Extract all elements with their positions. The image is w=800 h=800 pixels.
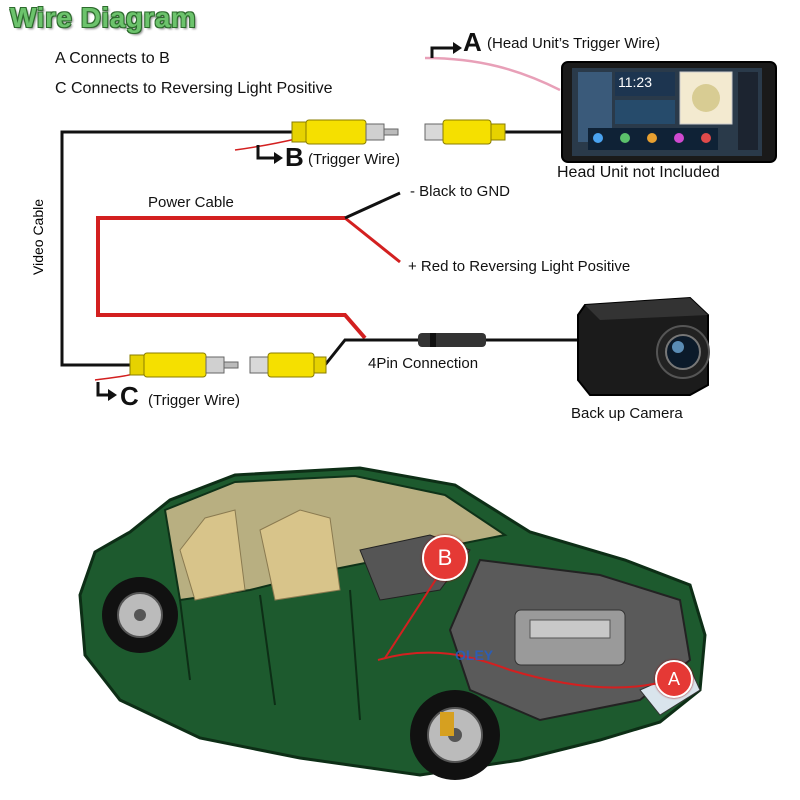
backup-camera-label: Back up Camera	[571, 405, 683, 422]
red-positive-label: + Red to Reversing Light Positive	[408, 258, 631, 275]
power-cable-label: Power Cable	[148, 194, 234, 211]
car-illustration	[78, 466, 707, 780]
rca-connector-c	[129, 352, 239, 378]
instruction-a-to-b: A Connects to B	[55, 50, 170, 67]
car-badge-b: B	[422, 535, 468, 581]
car-badge-a: A	[655, 660, 693, 698]
car-rear-wheel	[102, 577, 178, 653]
page-title: Wire Diagram	[10, 2, 197, 33]
head-unit-label: Head Unit not Included	[557, 164, 720, 181]
backup-camera	[577, 296, 710, 396]
arrow-a-icon	[430, 46, 455, 58]
car-trigger-wire-route	[377, 651, 671, 689]
video-cable-label: Video Cable	[30, 198, 46, 275]
label-a-letter: A	[463, 27, 482, 57]
car-front-seat	[259, 509, 341, 601]
red-branch-wire	[344, 216, 401, 264]
arrow-c-icon	[96, 382, 110, 397]
trigger-wire-a	[424, 56, 561, 92]
four-pin-connector-band	[430, 333, 436, 347]
arrow-b-head	[274, 152, 283, 164]
power-cable-red-wire	[96, 216, 367, 340]
arrow-a-head	[453, 42, 462, 54]
label-c-letter: C	[120, 381, 139, 411]
car-front-wheel	[410, 690, 500, 780]
wiring-schematic	[60, 42, 777, 401]
label-b-text: (Trigger Wire)	[308, 151, 400, 168]
camera-cable-wire	[323, 338, 580, 366]
label-b-letter: B	[285, 142, 304, 172]
instruction-c-to-reversing: C Connects to Reversing Light Positive	[55, 80, 333, 97]
rca-connector-top-female	[424, 119, 506, 145]
car-engine-cover	[529, 619, 611, 639]
label-a-text: (Head Unit’s Trigger Wire)	[487, 35, 661, 52]
head-unit	[561, 61, 777, 163]
watermark-text: OLEY	[455, 647, 494, 663]
black-gnd-label: - Black to GND	[410, 183, 511, 200]
head-unit-clock: 11:23	[618, 74, 652, 90]
arrow-c-head	[108, 389, 117, 401]
label-c-text: (Trigger Wire)	[148, 392, 240, 409]
video-cable-wire	[60, 130, 300, 367]
black-branch-wire	[344, 191, 401, 220]
car-b-pointer	[384, 569, 443, 659]
four-pin-connector	[418, 333, 486, 347]
car-door-lines	[179, 589, 361, 721]
four-pin-label: 4Pin Connection	[368, 355, 479, 372]
rca-connector-lower-female	[249, 352, 327, 378]
car-rear-seat	[179, 509, 246, 601]
rca-connector-b	[291, 119, 399, 145]
arrow-b-icon	[256, 145, 276, 160]
